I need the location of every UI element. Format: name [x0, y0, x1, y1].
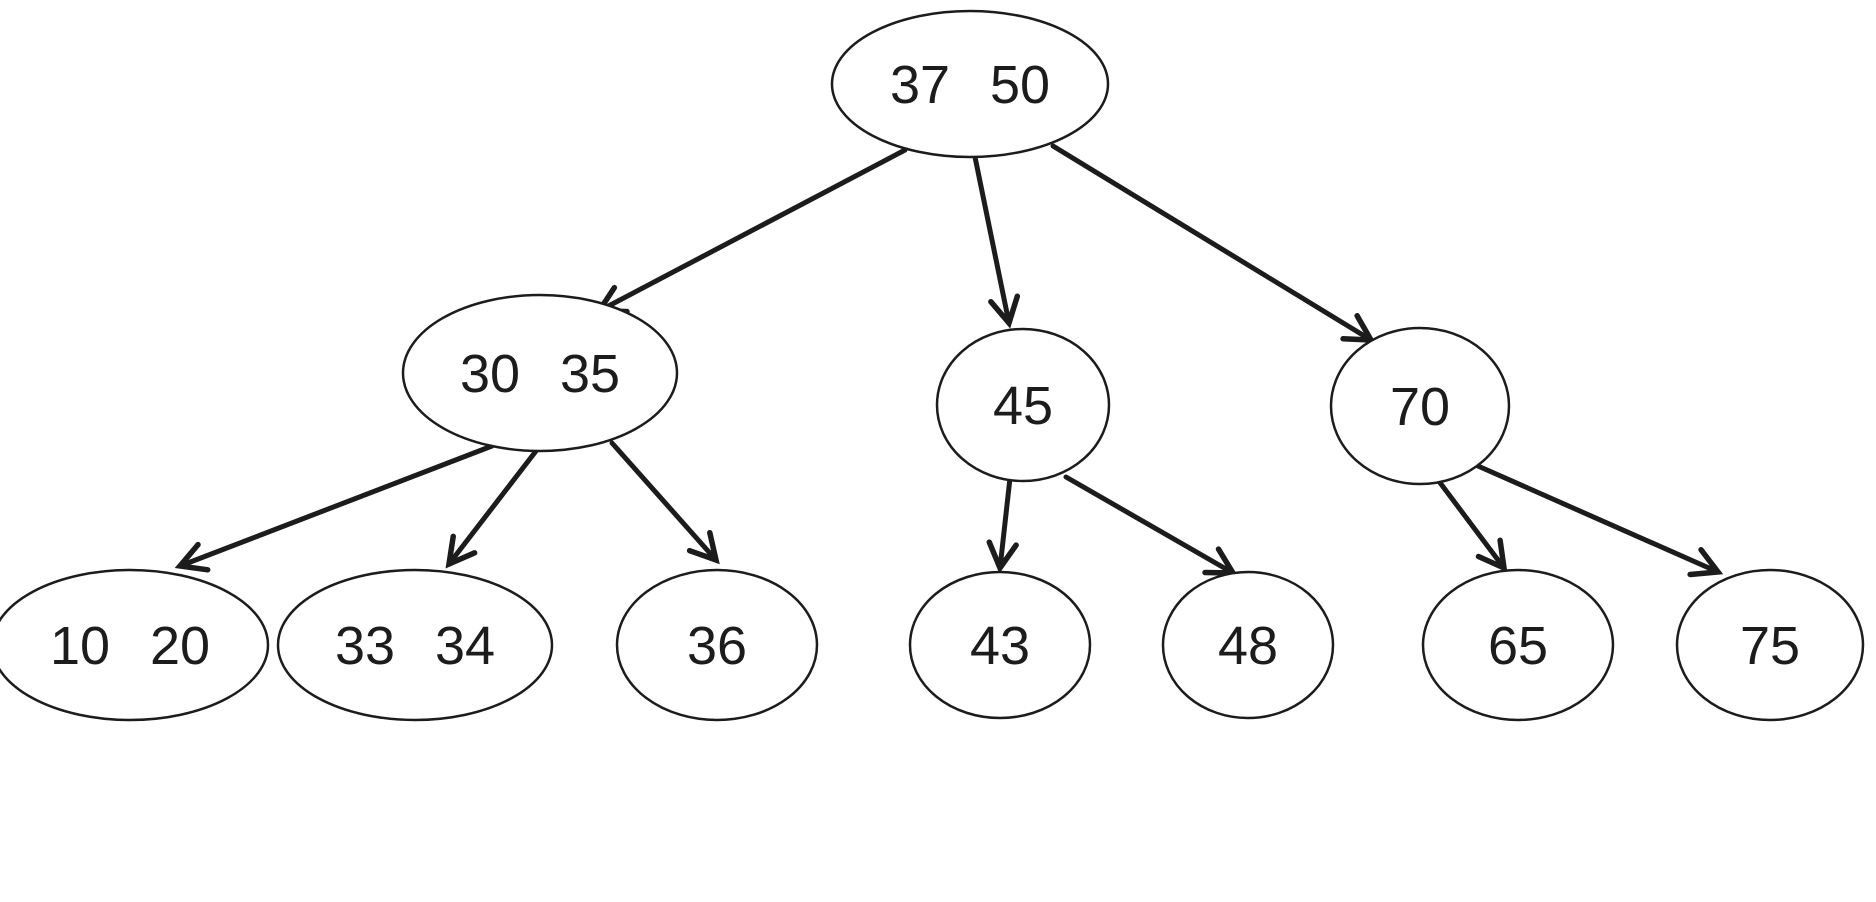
- node-key: 33: [335, 616, 395, 676]
- tree-node-43: 43: [908, 570, 1092, 720]
- node-key: 75: [1740, 616, 1800, 676]
- node-key: 10: [50, 616, 110, 676]
- node-ellipse-70: [1329, 326, 1511, 486]
- node-key: 70: [1390, 377, 1450, 437]
- node-ellipse-48: [1161, 570, 1335, 720]
- node-ellipse-30-35: [401, 293, 679, 453]
- tree-node-48: 48: [1161, 570, 1335, 720]
- tree-node-65: 65: [1421, 568, 1615, 722]
- node-ellipse-33-34: [276, 568, 554, 722]
- node-ellipse-45: [935, 327, 1111, 483]
- tree-node-33-34: 33 34: [276, 568, 554, 722]
- node-ellipse-65: [1421, 568, 1615, 722]
- edge-45-to-43: [986, 475, 1019, 574]
- tree-node-75: 75: [1675, 568, 1865, 722]
- tree-node-10-20: 10 20: [0, 568, 270, 722]
- node-key: 35: [560, 344, 620, 404]
- edge-37-50-to-70: [1050, 143, 1376, 343]
- node-key: 65: [1488, 616, 1548, 676]
- node-key: 34: [435, 616, 495, 676]
- node-key: 45: [993, 376, 1053, 436]
- edge-70-to-65: [1435, 477, 1508, 573]
- edge-30-35-to-36: [609, 440, 720, 565]
- node-ellipse-43: [908, 570, 1092, 720]
- node-key: 50: [990, 55, 1050, 115]
- edge-70-to-75: [1475, 463, 1724, 578]
- node-ellipse-75: [1675, 568, 1865, 722]
- node-key: 20: [150, 616, 210, 676]
- node-key: 36: [687, 616, 747, 676]
- tree-node-36: 36: [615, 568, 819, 722]
- node-key: 30: [460, 344, 520, 404]
- edge-30-35-to-10-20: [174, 443, 495, 573]
- tree-node-37-50: 37 50: [830, 9, 1110, 159]
- node-key: 48: [1218, 616, 1278, 676]
- node-ellipse-10-20: [0, 568, 270, 722]
- edges-layer: [174, 143, 1724, 578]
- node-ellipse-36: [615, 568, 819, 722]
- edge-30-35-to-33-34: [445, 448, 539, 569]
- edge-37-50-to-45: [972, 154, 1021, 329]
- node-key: 37: [890, 55, 950, 115]
- tree-node-70: 70: [1329, 326, 1511, 486]
- node-key: 43: [970, 616, 1030, 676]
- tree-node-45: 45: [935, 327, 1111, 483]
- edge-45-to-48: [1063, 474, 1238, 576]
- tree-node-30-35: 30 35: [401, 293, 679, 453]
- nodes-layer: 37 50 30 35 45 70 10 20 33 34 36 43 48 65 75: [0, 9, 1865, 722]
- node-ellipse-37-50: [830, 9, 1110, 159]
- edge-37-50-to-30-35: [593, 147, 908, 315]
